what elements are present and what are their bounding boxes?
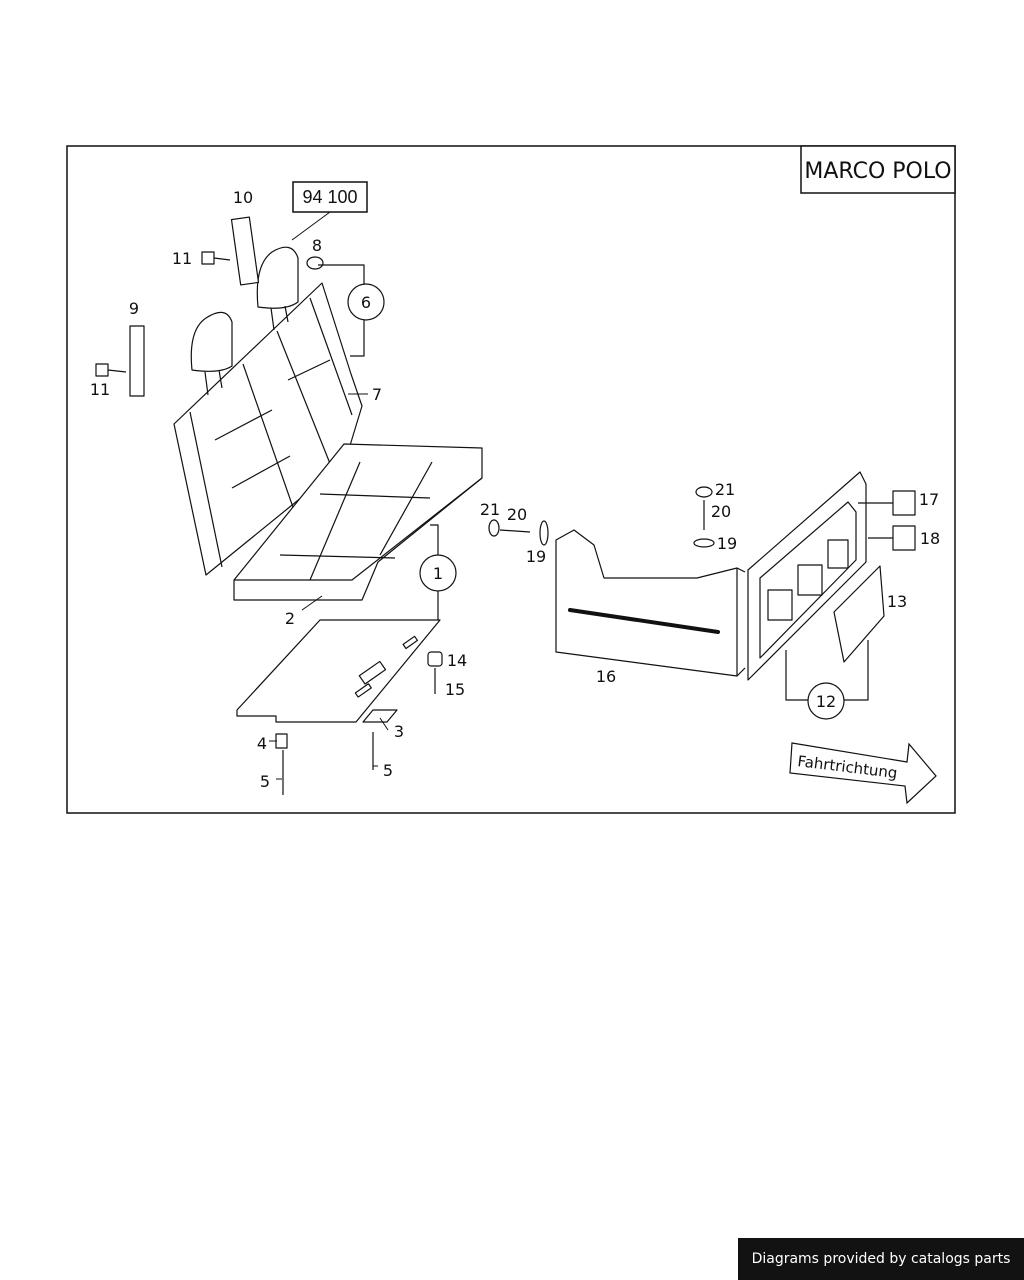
- label-20b: 20: [711, 502, 731, 521]
- seat-backrest: [173, 282, 363, 576]
- reference-number: 94 100: [302, 187, 357, 207]
- label-2: 2: [285, 609, 295, 628]
- label-9: 9: [129, 299, 139, 318]
- label-7: 7: [372, 385, 382, 404]
- credit-text: Diagrams provided by catalogs parts: [751, 1251, 1011, 1267]
- head-restraint-left: [190, 311, 233, 396]
- symbol-boxes: [858, 490, 916, 551]
- label-19b: 19: [717, 534, 737, 553]
- label-21a: 21: [480, 500, 500, 519]
- side-panel: [555, 529, 746, 677]
- fasteners: [95, 216, 715, 795]
- label-16: 16: [596, 667, 616, 686]
- seat-cushion: [233, 443, 483, 601]
- label-3: 3: [394, 722, 404, 741]
- label-20a: 20: [507, 505, 527, 524]
- label-14: 14: [447, 651, 467, 670]
- reference-box: 94 100: [291, 181, 368, 241]
- part-labels: 1 2 3 4 5 5 6 7 8 9 10 11 11 12 13 14 15…: [90, 188, 940, 791]
- direction-arrow: Fahrtrichtung: [789, 742, 937, 805]
- label-13: 13: [887, 592, 907, 611]
- label-11a: 11: [172, 249, 192, 268]
- callout-circles: [347, 283, 845, 720]
- leader-lines: [269, 393, 389, 780]
- label-21b: 21: [715, 480, 735, 499]
- label-18: 18: [920, 529, 940, 548]
- door-panel: [747, 471, 867, 681]
- credit-banner: Diagrams provided by catalogs parts: [738, 1238, 1024, 1280]
- seat-base-plate: [236, 619, 441, 723]
- label-6: 6: [361, 293, 371, 312]
- label-8: 8: [312, 236, 322, 255]
- label-15: 15: [445, 680, 465, 699]
- diagram-frame: [66, 145, 956, 814]
- label-17: 17: [919, 490, 939, 509]
- title-box-text: MARCO POLO: [804, 159, 951, 184]
- label-12: 12: [816, 692, 836, 711]
- label-1: 1: [433, 564, 443, 583]
- label-19a: 19: [526, 547, 546, 566]
- label-4: 4: [257, 734, 267, 753]
- label-5b: 5: [383, 761, 393, 780]
- storage-pocket: [833, 565, 885, 663]
- callout-brackets: [318, 264, 869, 701]
- label-5a: 5: [260, 772, 270, 791]
- head-restraint-right: [256, 246, 299, 331]
- title-box: MARCO POLO: [800, 145, 956, 194]
- label-11b: 11: [90, 380, 110, 399]
- label-10: 10: [233, 188, 253, 207]
